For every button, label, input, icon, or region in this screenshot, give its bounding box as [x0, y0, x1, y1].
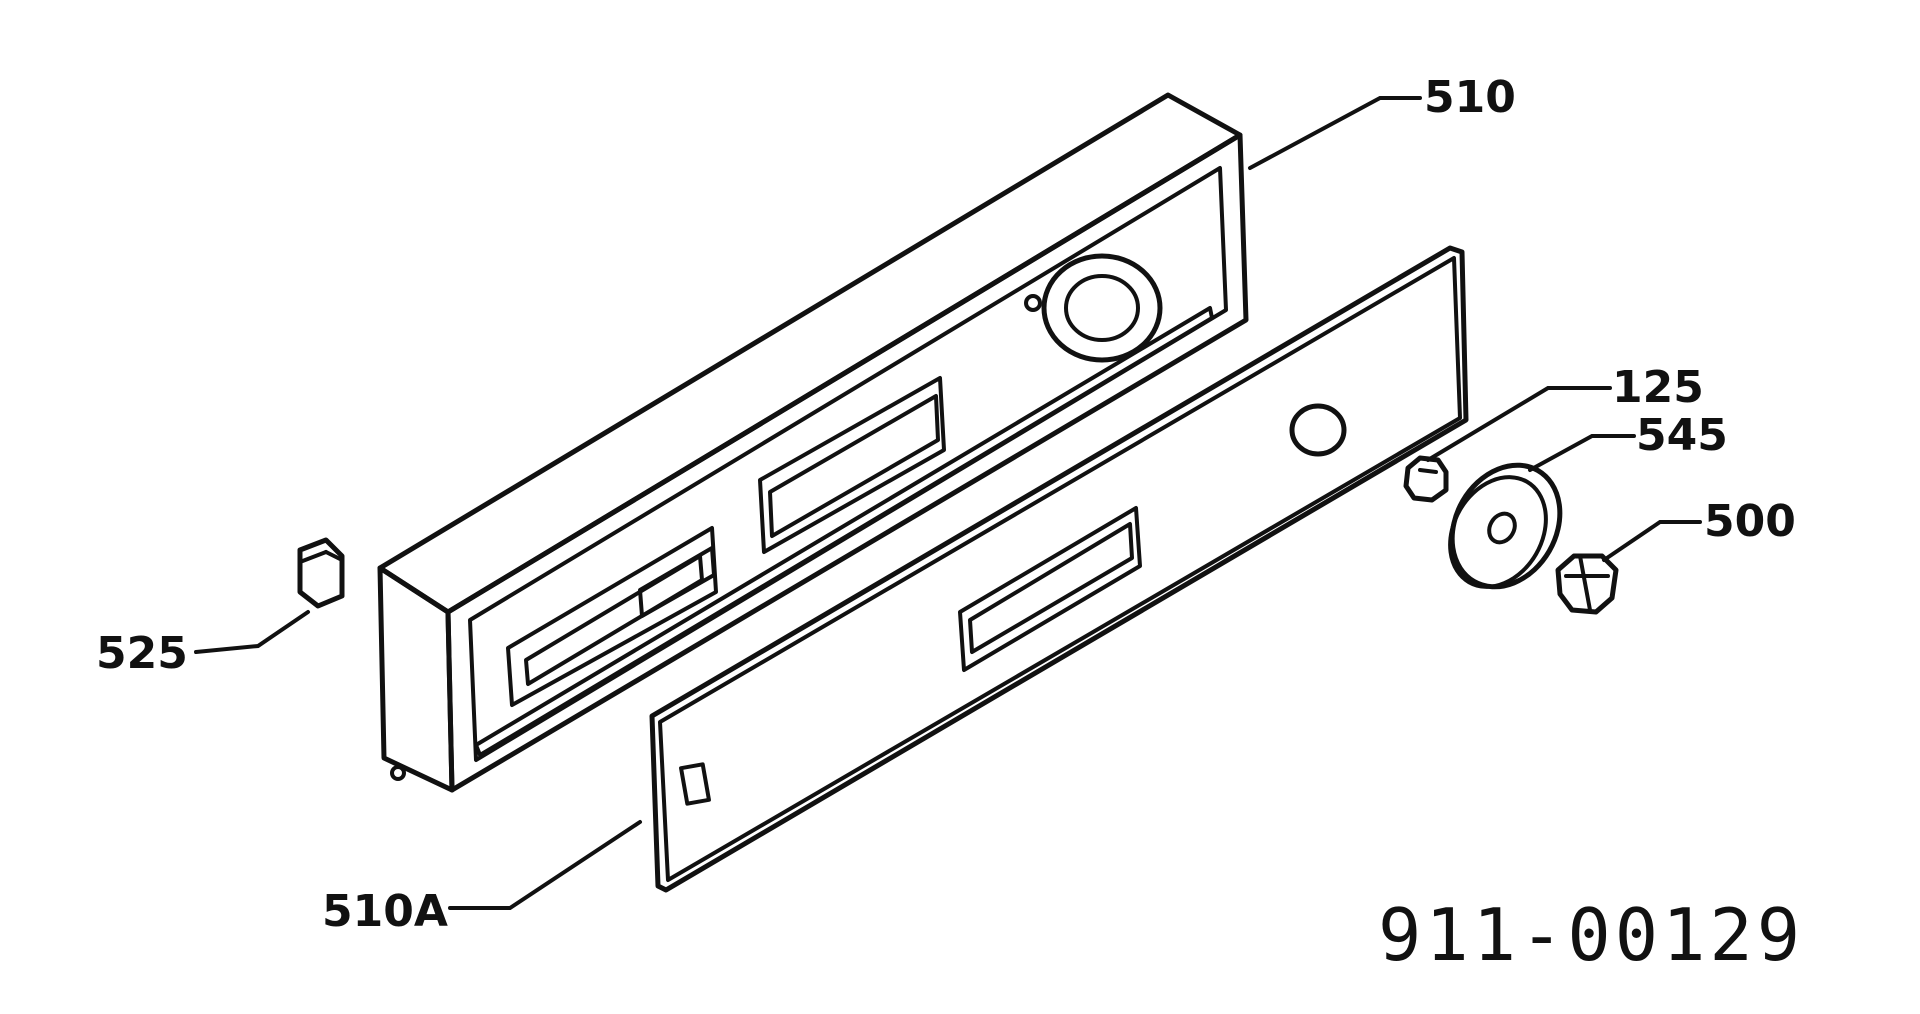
leader-125	[1426, 386, 1612, 462]
leader-525	[194, 610, 310, 654]
nut-125	[1403, 455, 1449, 503]
drawing-number: 911-00129	[1378, 893, 1804, 977]
leader-500	[1602, 520, 1702, 562]
callout-545: 545	[1636, 410, 1728, 461]
console-panel-510	[377, 92, 1249, 793]
leader-lines	[194, 96, 1702, 910]
leader-545	[1528, 434, 1636, 472]
front-panel-510a	[649, 245, 1469, 893]
leader-510a	[448, 820, 642, 910]
leader-510	[1248, 96, 1422, 170]
dial-545	[1448, 462, 1563, 590]
callout-125: 125	[1612, 362, 1704, 413]
callout-510a: 510A	[322, 886, 448, 937]
end-cap-525	[297, 537, 345, 609]
callout-525: 525	[96, 628, 188, 679]
knob-500	[1555, 553, 1619, 615]
callout-500: 500	[1704, 496, 1796, 547]
callout-510: 510	[1424, 72, 1516, 123]
